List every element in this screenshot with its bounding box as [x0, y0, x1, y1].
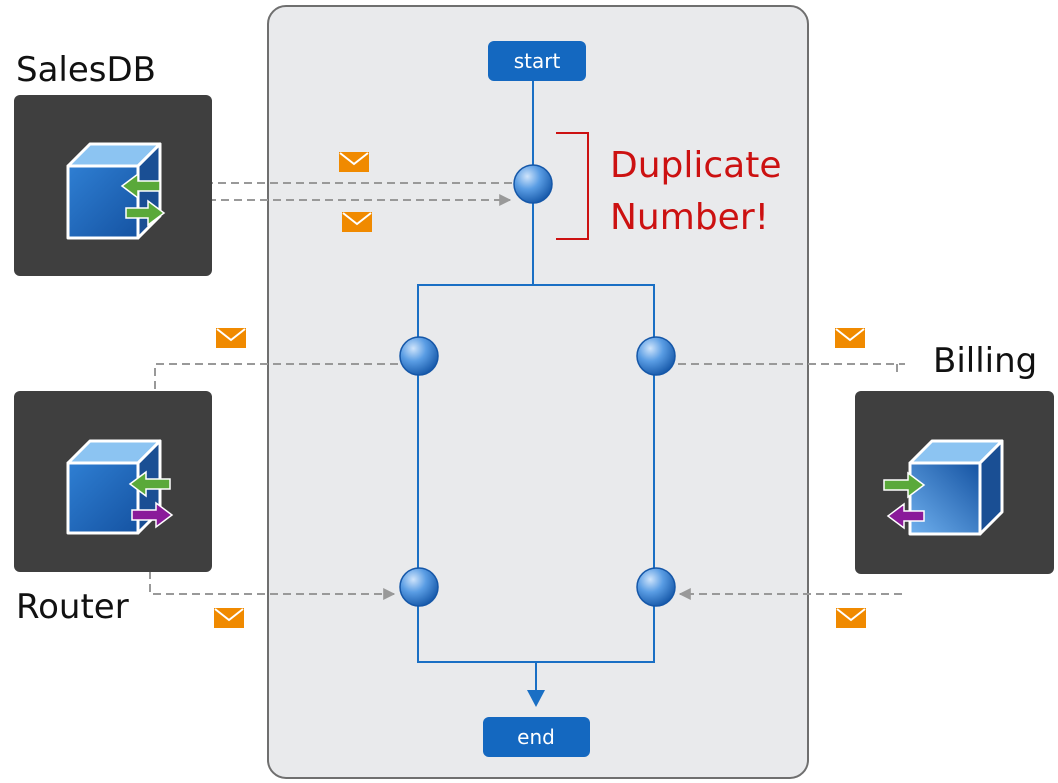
envelope-icon — [339, 152, 369, 172]
message-line-to-router — [149, 363, 398, 427]
envelope-icon — [342, 212, 372, 232]
activity-node-router-request[interactable] — [399, 336, 439, 376]
billing-label: Billing — [933, 341, 1037, 381]
envelope-icon — [216, 328, 246, 348]
activity-node-salesdb[interactable] — [513, 164, 553, 204]
activity-node-router-response[interactable] — [399, 567, 439, 607]
envelope-icon — [835, 328, 865, 348]
service-billing[interactable] — [855, 391, 1054, 574]
arrow-right-icon — [125, 199, 166, 227]
envelope-icons — [214, 152, 866, 628]
arrow-right-icon — [131, 501, 174, 529]
activity-node-billing-response[interactable] — [636, 567, 676, 607]
service-salesdb[interactable] — [14, 95, 212, 276]
activity-node-billing-request[interactable] — [636, 336, 676, 376]
arrow-right-icon — [883, 471, 926, 499]
envelope-icon — [214, 608, 244, 628]
envelope-icon — [836, 608, 866, 628]
router-label: Router — [16, 587, 129, 627]
end-label: end — [517, 725, 555, 749]
end-arrow-head — [527, 690, 545, 707]
arrow-left-icon — [128, 470, 171, 498]
end-node[interactable]: end — [483, 717, 590, 757]
start-node[interactable]: start — [488, 41, 586, 81]
arrow-left-icon — [120, 172, 161, 200]
cube-icon — [908, 439, 1004, 536]
duplicate-warning-line1: Duplicate — [610, 145, 782, 186]
arrow-left-icon — [886, 502, 925, 530]
service-router[interactable] — [14, 391, 212, 572]
duplicate-bracket — [556, 132, 589, 240]
activity-nodes — [399, 164, 676, 607]
duplicate-warning-line2: Number! — [610, 197, 769, 238]
start-label: start — [514, 49, 561, 73]
salesdb-label: SalesDB — [16, 50, 156, 90]
